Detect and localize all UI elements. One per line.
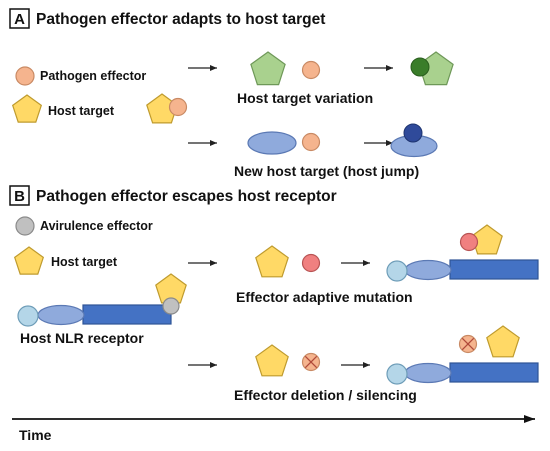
pathogen-effector-icon xyxy=(168,97,188,117)
nlr-domain-bar xyxy=(82,304,172,325)
panel-a: A Pathogen effector adapts to host targe… xyxy=(9,8,454,179)
avirulence-effector-legend-icon xyxy=(15,216,35,236)
new-host-target-icon xyxy=(247,131,297,155)
panel-a-letter: A xyxy=(14,11,25,28)
panel-b-title: Pathogen effector escapes host receptor xyxy=(36,188,337,205)
pathogen-effector-legend-icon xyxy=(15,66,35,86)
host-target-legend-icon xyxy=(13,246,45,275)
nlr-domain-bar xyxy=(449,362,539,383)
host-target-legend-label: Host target xyxy=(48,104,115,118)
host-target-icon xyxy=(486,325,520,358)
host-nlr-receptor xyxy=(386,259,539,282)
panel-b: B Pathogen effector escapes host recepto… xyxy=(9,185,539,403)
silenced-effector-icon xyxy=(301,352,321,372)
host-target-icon xyxy=(255,344,289,377)
silenced-effector-icon xyxy=(458,334,478,354)
caption-host-target-variation: Host target variation xyxy=(237,90,373,106)
panel-a-letter-box xyxy=(9,8,30,29)
panel-b-letter: B xyxy=(14,188,25,205)
mutated-effector-icon xyxy=(459,232,479,252)
time-axis-label: Time xyxy=(19,427,52,443)
caption-effector-deletion: Effector deletion / silencing xyxy=(234,387,417,403)
host-nlr-receptor xyxy=(386,362,539,385)
avirulence-effector-icon xyxy=(162,297,180,315)
avirulence-effector-legend-label: Avirulence effector xyxy=(40,219,153,233)
panel-a-title: Pathogen effector adapts to host target xyxy=(36,11,325,28)
adapted-effector-icon xyxy=(403,123,423,143)
nlr-domain-circle xyxy=(386,363,408,385)
pathogen-effector-legend-label: Pathogen effector xyxy=(40,69,146,83)
nlr-domain-middle xyxy=(404,259,452,281)
nlr-domain-middle xyxy=(404,362,452,384)
caption-adaptive-mutation: Effector adaptive mutation xyxy=(236,289,413,305)
host-target-legend-label: Host target xyxy=(51,255,118,269)
pathogen-effector-icon xyxy=(301,132,321,152)
pathogen-effector-icon xyxy=(301,60,321,80)
nlr-domain-middle xyxy=(37,304,85,326)
nlr-domain-circle xyxy=(17,305,39,327)
nlr-domain-bar xyxy=(449,259,539,280)
host-target-legend-icon xyxy=(11,94,43,123)
host-target-icon xyxy=(255,245,289,278)
variant-host-target-icon xyxy=(250,51,286,86)
host-nlr-receptor-label: Host NLR receptor xyxy=(20,330,144,346)
mutated-effector-icon xyxy=(301,253,321,273)
host-target-icon xyxy=(471,224,503,255)
adapted-effector-icon xyxy=(410,57,430,77)
nlr-domain-circle xyxy=(386,260,408,282)
host-nlr-receptor xyxy=(17,304,172,327)
caption-new-host-target: New host target (host jump) xyxy=(234,163,419,179)
panel-b-letter-box xyxy=(9,185,30,206)
